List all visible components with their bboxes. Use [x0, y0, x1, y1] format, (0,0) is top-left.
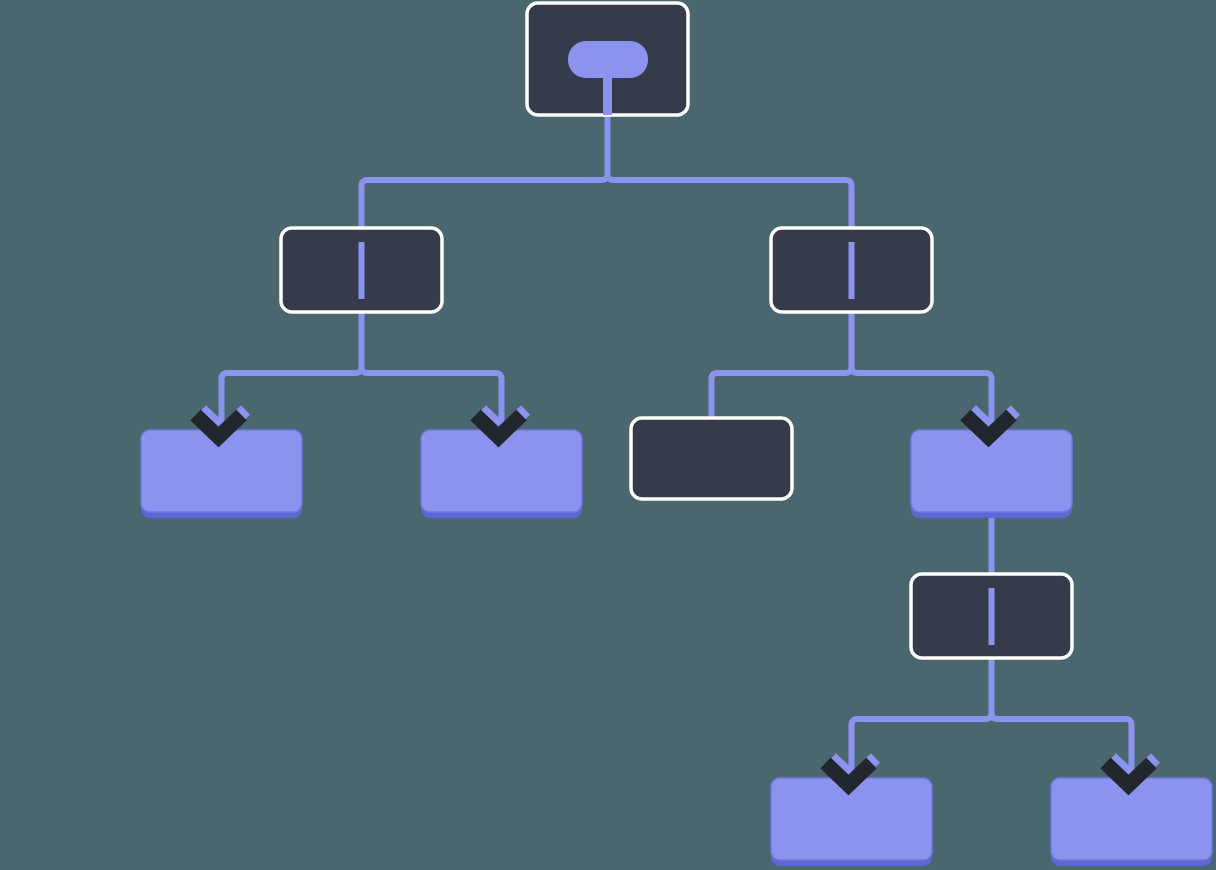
arrowhead-icon	[1100, 757, 1157, 796]
edges-layer	[218, 115, 1135, 785]
arrowhead-a4	[1100, 753, 1160, 796]
node-n6[interactable]	[910, 429, 1073, 518]
nodes-layer	[140, 1, 1213, 866]
node-body[interactable]	[629, 416, 794, 501]
arrowhead-a1	[470, 405, 530, 448]
node-n5[interactable]	[629, 416, 794, 501]
root-stem	[603, 60, 612, 115]
arrowhead-a3	[820, 753, 880, 796]
arrowhead-icon	[190, 409, 247, 448]
edge-e8	[988, 658, 1135, 785]
arrowhead-a0	[190, 405, 250, 448]
arrowhead-icon	[960, 409, 1017, 448]
node-n9[interactable]	[1050, 777, 1213, 866]
edge-e1	[604, 115, 855, 312]
arrowhead-a2	[960, 405, 1020, 448]
node-n3[interactable]	[140, 429, 303, 518]
node-n4[interactable]	[420, 429, 583, 518]
edge-e5	[848, 312, 995, 437]
root-node-glyph	[568, 41, 648, 115]
arrowheads-layer	[190, 405, 1160, 796]
root-pill-icon	[568, 41, 648, 78]
edge-e3	[358, 312, 505, 437]
node-n8[interactable]	[770, 777, 933, 866]
arrowhead-icon	[470, 409, 527, 448]
arrowhead-icon	[820, 757, 877, 796]
